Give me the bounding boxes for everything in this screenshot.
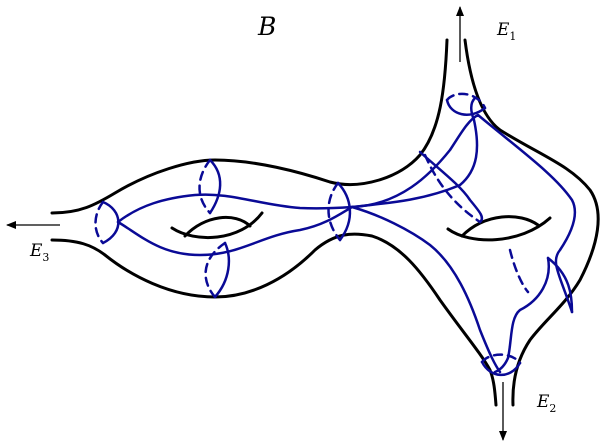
end1-label: E1: [496, 20, 516, 43]
end-arrows: [6, 6, 507, 441]
cuff-left-dashed: [94, 200, 105, 245]
holes: [170, 211, 552, 242]
curves: [101, 96, 577, 377]
end3-label: E3: [29, 241, 49, 264]
bottom-ring-dashed: [480, 353, 522, 365]
curve-neck-to-right: [350, 113, 577, 314]
surface-label: B: [257, 12, 276, 41]
hole-left-upper: [183, 215, 252, 238]
curve-right-lower: [493, 256, 551, 374]
hole-right-upper: [460, 215, 540, 238]
right-arc-solid: [546, 256, 574, 314]
outline-right-upper: [463, 38, 600, 407]
end1-sub: 1: [509, 30, 516, 43]
outline-bottom-left: [50, 232, 498, 407]
outline-top-left: [50, 38, 449, 215]
end3-base: E: [29, 241, 43, 261]
end3-sub: 3: [42, 251, 49, 264]
end2-base: E: [536, 392, 550, 412]
meridian-neck-dashed: [327, 181, 342, 242]
curve-bottom-left: [116, 205, 354, 257]
meridian-left-top: [208, 158, 222, 215]
surface-outline: [50, 38, 600, 407]
curves-hidden: [94, 92, 530, 365]
top-ring-solid: [445, 98, 487, 116]
meridian-left-top-dashed: [198, 158, 212, 215]
end1-base: E: [496, 20, 510, 40]
cuff-left-solid: [101, 200, 120, 245]
hole-right-lower: [446, 216, 552, 242]
curve-neck-to-top: [350, 96, 479, 209]
meridian-left-bottom-dashed: [204, 241, 227, 299]
top-ring-dashed: [445, 92, 487, 110]
end2-label: E2: [536, 392, 556, 415]
curve-right-inner: [418, 150, 484, 224]
right-vertical-dashed: [508, 248, 530, 294]
hole-left-lower: [170, 211, 264, 239]
meridian-neck: [336, 181, 352, 242]
curve-neck-to-bottom: [350, 205, 502, 374]
bottom-ring-solid: [480, 360, 522, 377]
right-diagonal-dashed: [423, 153, 482, 224]
end2-sub: 2: [549, 402, 556, 415]
meridian-left-bottom: [213, 241, 231, 299]
curve-top-left: [116, 193, 354, 224]
